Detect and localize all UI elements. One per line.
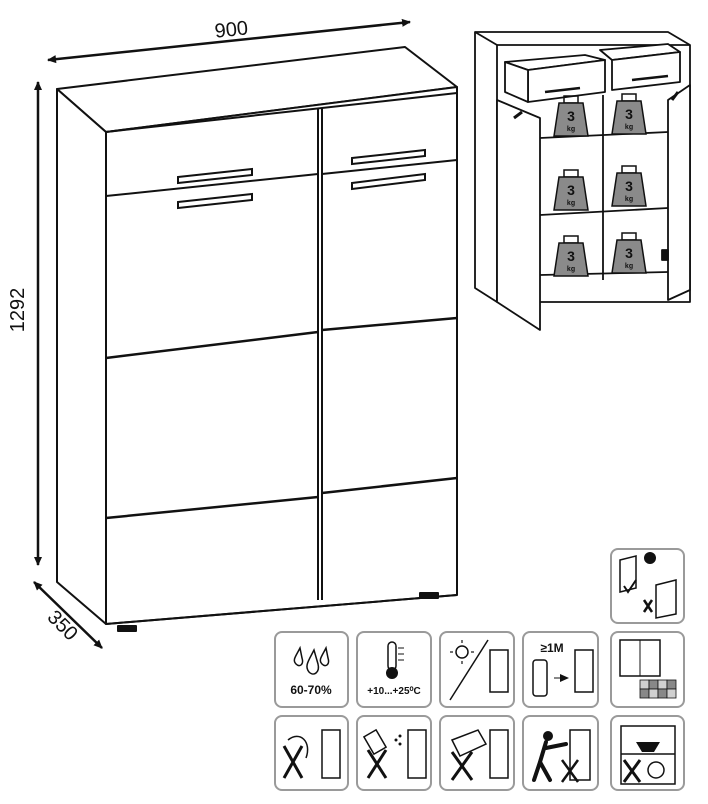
heater-distance-icon: ≥1M [522, 631, 599, 708]
cabinet-front [105, 86, 458, 625]
thermometer-icon: +10...+25⁰C [356, 631, 432, 708]
shelf-weight-unit: kg [625, 124, 633, 131]
shelf-weights: 3 kg 3 kg 3 kg 3 kg 3 kg 3 kg [553, 93, 647, 277]
shelf-weight-value: 3 [625, 178, 633, 194]
shelf-weight-1: 3 kg [553, 95, 589, 137]
care-icons: 60-70% +10...+25⁰C ≥1M [274, 548, 685, 791]
drawer-handle-right [351, 148, 426, 166]
width-label: 900 [214, 17, 249, 42]
heater-distance-label: ≥1M [540, 641, 563, 655]
temperature-label: +10...+25⁰C [367, 686, 421, 697]
humidity-label: 60-70% [290, 683, 332, 697]
cabinet-side [56, 88, 107, 625]
shelf-weight-6: 3 kg [611, 232, 647, 274]
open-door-left [496, 99, 541, 331]
cabinet-front-view [56, 46, 458, 632]
humidity-droplets-icon: 60-70% [274, 631, 349, 708]
door-hinge-adjust-icon [610, 548, 685, 624]
shelf-weight-2: 3 kg [611, 93, 647, 135]
shelf-weight-5: 3 kg [553, 235, 589, 277]
shelf-weight-unit: kg [567, 126, 575, 133]
shelf-weight-value: 3 [625, 106, 633, 122]
color-sample-icon [610, 631, 685, 708]
shelf-weight-value: 3 [567, 248, 575, 264]
drawer-handle-left [177, 167, 253, 185]
no-climbing-icon [522, 715, 599, 791]
handles [177, 148, 426, 210]
shelf-weight-4: 3 kg [611, 165, 647, 207]
no-direct-sunlight-icon [439, 631, 515, 708]
door-handle-left [177, 192, 253, 210]
no-wet-cleaning-icon [274, 715, 349, 791]
no-spray-icon [356, 715, 432, 791]
door-handle-right [351, 172, 426, 191]
no-abrasive-sponge-icon [439, 715, 515, 791]
shelf-weight-unit: kg [567, 266, 575, 273]
depth-label: 350 [43, 606, 82, 645]
height-label: 1292 [7, 288, 29, 333]
shelf-weight-3: 3 kg [553, 169, 589, 211]
shelf-weight-unit: kg [625, 263, 633, 270]
shelf-weight-unit: kg [625, 196, 633, 203]
open-door-right [667, 84, 691, 301]
shelf-weight-unit: kg [567, 200, 575, 207]
no-heavy-load-icon [610, 715, 685, 791]
height-dimension: 1292 [7, 81, 42, 566]
shelf-weight-value: 3 [567, 108, 575, 124]
width-dimension: 900 [47, 17, 411, 64]
shelf-weight-value: 3 [625, 245, 633, 261]
shelf-weight-value: 3 [567, 182, 575, 198]
